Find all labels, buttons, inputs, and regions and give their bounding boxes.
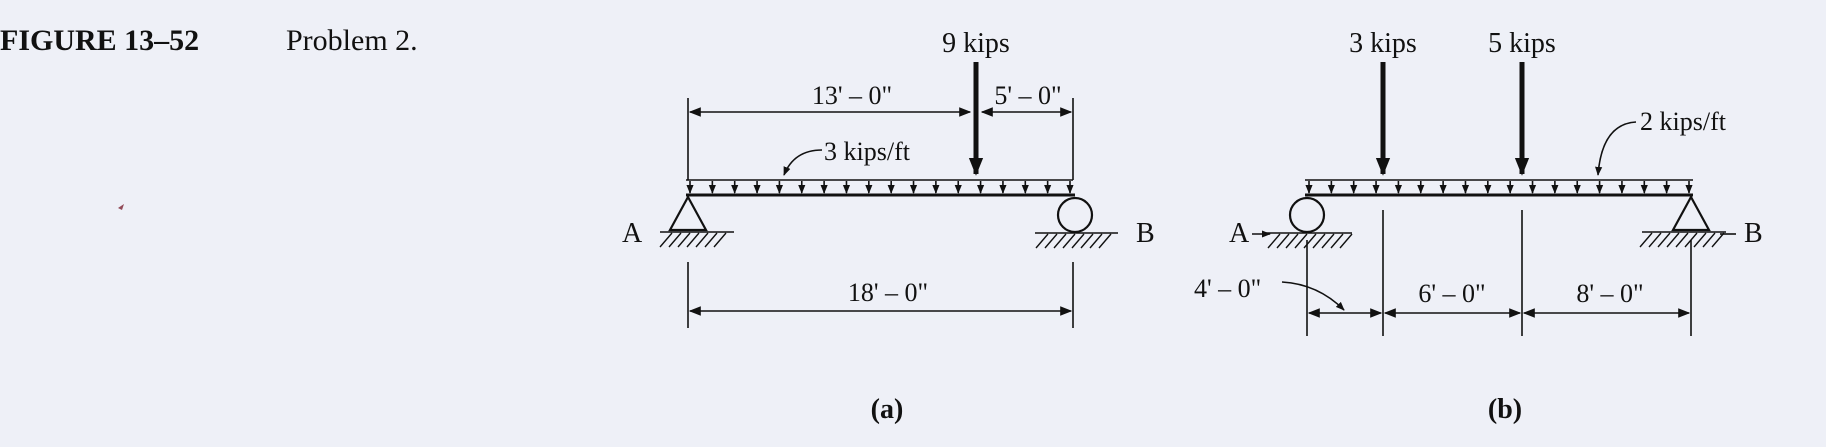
figure-number: FIGURE 13–52 <box>0 24 199 57</box>
ground-hatch <box>1339 233 1353 249</box>
ground-hatch <box>1702 232 1716 248</box>
beam-a-pin-support <box>668 194 708 232</box>
beam-b-dim-2: 6' – 0" <box>1418 279 1485 308</box>
beam-a-load-arrows <box>686 181 1074 194</box>
beam-a-roller-support <box>1056 196 1094 234</box>
beam-b-distributed-load-label: 2 kips/ft <box>1640 107 1727 136</box>
ground-hatch <box>704 232 718 248</box>
ground-hatch <box>659 232 673 248</box>
ground-hatch <box>1693 232 1707 248</box>
ground-hatch <box>1071 233 1085 249</box>
beam-a-part-label: (a) <box>871 394 904 425</box>
beam-a-support-b: B <box>1136 218 1155 249</box>
ground-hatch <box>1648 232 1662 248</box>
ground-hatch <box>1080 233 1094 249</box>
ground-hatch <box>1321 233 1335 249</box>
ground-hatch <box>1285 233 1299 249</box>
beam-b-roller-support <box>1288 196 1326 234</box>
ground-hatch <box>686 232 700 248</box>
beam-a-diagram: 13' – 0" 5' – 0" 9 kips 3 kips/ft A B 18… <box>622 28 1155 425</box>
beam-b-load-arrows <box>1305 181 1693 194</box>
ground-hatch <box>1675 232 1689 248</box>
ground-hatch <box>1303 233 1317 249</box>
ground-hatch <box>713 232 727 248</box>
beam-a-ground-right <box>1035 233 1112 249</box>
ground-hatch <box>1312 233 1326 249</box>
beam-b-diagram: 3 kips 5 kips 2 kips/ft A B 4' – 0" <box>1194 28 1763 425</box>
ground-hatch <box>668 232 682 248</box>
ground-hatch <box>677 232 691 248</box>
beam-b-dim-3: 8' – 0" <box>1576 279 1643 308</box>
beam-a-dim-total: 18' – 0" <box>848 278 928 307</box>
ground-hatch <box>1035 233 1049 249</box>
ground-hatch <box>1053 233 1067 249</box>
ground-hatch <box>1062 233 1076 249</box>
ground-hatch <box>1657 232 1671 248</box>
beam-a-dim-right: 5' – 0" <box>994 81 1061 110</box>
figure-title: Problem 2. <box>286 24 418 57</box>
ground-hatch <box>695 232 709 248</box>
beam-b-point-load-1-label: 3 kips <box>1349 28 1417 59</box>
beam-a-dim-left: 13' – 0" <box>812 81 892 110</box>
ground-hatch <box>1276 233 1290 249</box>
ground-hatch <box>1044 233 1058 249</box>
beam-b-support-b: B <box>1744 218 1763 249</box>
ground-hatch <box>1639 232 1653 248</box>
ground-hatch <box>1098 233 1112 249</box>
beam-a-ground-left <box>659 232 727 248</box>
beam-b-dim-1: 4' – 0" <box>1194 274 1261 303</box>
beam-a-distributed-load-label: 3 kips/ft <box>824 137 911 166</box>
beam-b-ground-right <box>1639 232 1725 248</box>
beam-b-point-load-2-label: 5 kips <box>1488 28 1556 59</box>
ground-hatch <box>1294 233 1308 249</box>
beam-b-pin-support <box>1671 194 1711 232</box>
beam-a-support-a: A <box>622 218 643 249</box>
ground-hatch <box>1089 233 1103 249</box>
ground-hatch <box>1330 233 1344 249</box>
stray-mark <box>118 204 124 210</box>
ground-hatch <box>1711 232 1725 248</box>
ground-hatch <box>1267 233 1281 249</box>
ground-hatch <box>1666 232 1680 248</box>
beam-b-part-label: (b) <box>1488 394 1522 425</box>
beam-b-support-a: A <box>1229 218 1250 249</box>
beam-b-ground-left <box>1267 233 1353 249</box>
beam-a-point-load-label: 9 kips <box>942 28 1010 59</box>
